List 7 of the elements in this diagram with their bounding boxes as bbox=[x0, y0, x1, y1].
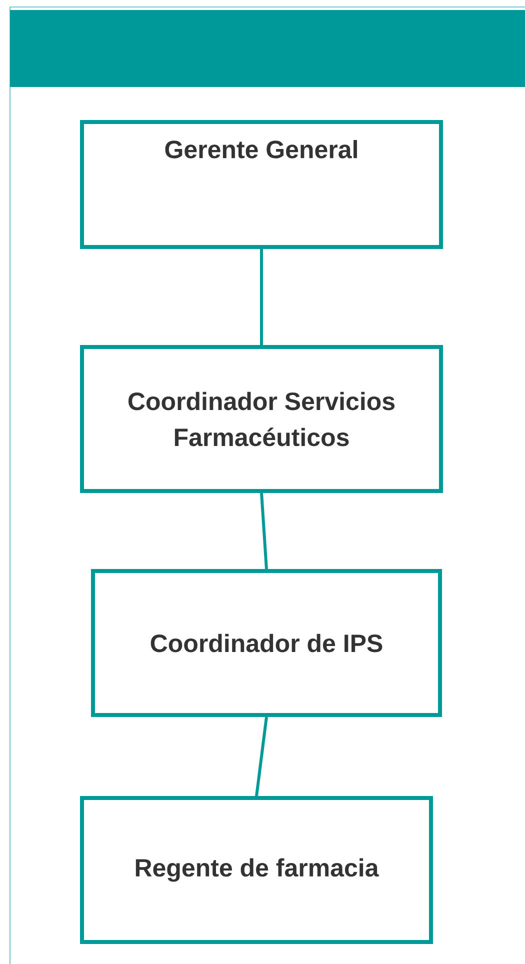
title-box: Gerente General bbox=[80, 120, 443, 249]
connector-line bbox=[255, 716, 268, 796]
title-box: Coordinador de IPS bbox=[91, 569, 442, 717]
connector-line bbox=[260, 249, 263, 345]
connector-line bbox=[260, 492, 268, 570]
title-box: Coordinador Servicios Farmacéuticos bbox=[80, 345, 443, 493]
title-box: Regente de farmacia bbox=[80, 796, 433, 944]
